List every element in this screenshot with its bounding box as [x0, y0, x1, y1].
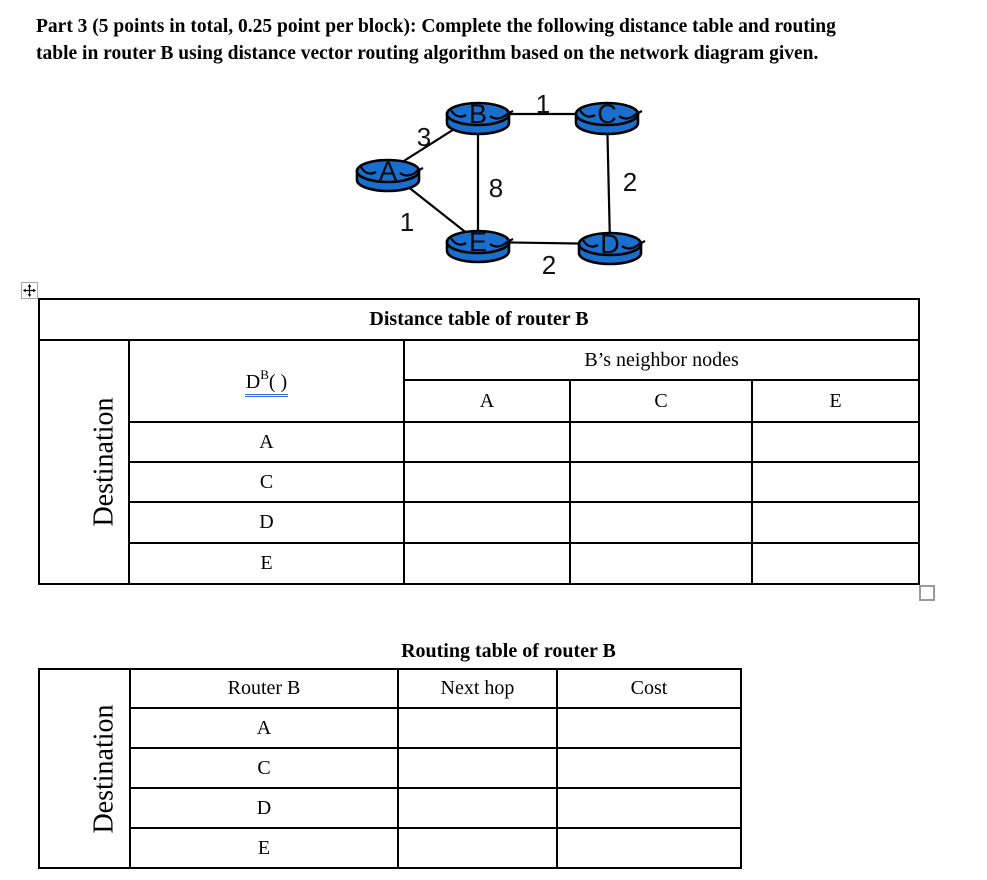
routing-header-row: Destination Router B Next hop Cost [38, 668, 742, 869]
distance-answer-D-via-E[interactable] [750, 501, 921, 544]
table-row: E [39, 827, 742, 869]
node-squiggle-left [450, 109, 467, 118]
edge-weight-C-D: 2 [623, 167, 637, 197]
problem-statement: Part 3 (5 points in total, 0.25 point pe… [36, 13, 966, 67]
router-label-E: E [469, 227, 487, 257]
node-squiggle-left [582, 239, 599, 248]
distance-answer-E-via-E[interactable] [750, 542, 921, 585]
edge-weight-B-C: 1 [536, 89, 550, 119]
router-label-D: D [600, 229, 620, 259]
distance-table: Distance table of router B Destination D… [37, 298, 921, 585]
routing-destination-label: Destination [88, 703, 120, 834]
routing-answer-D-nexthop[interactable] [397, 787, 558, 829]
edge-weight-A-E: 1 [400, 207, 414, 237]
table-row: A [39, 707, 742, 749]
node-squiggle-right [489, 110, 514, 120]
table-row: D [39, 501, 921, 544]
problem-statement-line2: table in router B using distance vector … [36, 43, 819, 64]
distance-answer-C-via-E[interactable] [750, 461, 921, 503]
edge-weight-E-D: 2 [542, 250, 556, 280]
routing-row-label-E: E [129, 827, 399, 869]
routing-row-label-D: D [129, 787, 399, 829]
routing-answer-C-cost[interactable] [556, 747, 742, 789]
distance-answer-C-via-C[interactable] [569, 461, 753, 503]
router-label-B: B [469, 99, 487, 129]
table-row: D [39, 787, 742, 829]
neighbor-col-E: E [750, 379, 921, 423]
neighbor-col-C: C [569, 379, 753, 423]
distance-answer-A-via-A[interactable] [403, 421, 571, 463]
distance-answer-C-via-A[interactable] [403, 461, 571, 503]
node-squiggle-right [621, 240, 646, 250]
routing-row-label-C: C [129, 747, 399, 789]
routing-table: Destination Router B Next hop Cost A C D… [38, 668, 742, 869]
routing-header-router-b: Router B [129, 668, 399, 709]
routing-answer-C-nexthop[interactable] [397, 747, 558, 789]
routing-answer-A-nexthop[interactable] [397, 707, 558, 749]
routing-answer-E-cost[interactable] [556, 827, 742, 869]
distance-answer-D-via-A[interactable] [403, 501, 571, 544]
router-node-E: E [445, 227, 514, 264]
routing-row-label-A: A [129, 707, 399, 749]
table-move-handle[interactable] [21, 282, 38, 299]
distance-row-label-A: A [128, 421, 405, 463]
neighbor-group-header: B’s neighbor nodes [402, 339, 921, 381]
node-squiggle-right [489, 238, 514, 248]
router-node-D: D [577, 229, 646, 266]
distance-function-formula: DB( ) [244, 367, 289, 397]
router-label-C: C [597, 99, 617, 129]
table-row: C [39, 461, 921, 503]
routing-header-cost: Cost [556, 668, 742, 709]
neighbor-header-row: A C E [39, 379, 921, 423]
node-squiggle-left [450, 237, 467, 246]
node-squiggle-left [579, 109, 596, 118]
distance-table-title: Distance table of router B [37, 298, 921, 341]
distance-row-label-E: E [128, 542, 405, 585]
distance-answer-D-via-C[interactable] [569, 501, 753, 544]
table-resize-handle[interactable] [919, 585, 935, 601]
table-row: E [39, 542, 921, 585]
routing-destination-axis-cell: Destination [38, 668, 131, 869]
node-squiggle-right [618, 110, 643, 120]
router-label-A: A [379, 156, 397, 186]
router-node-C: C [574, 99, 643, 136]
edge-C-D [605, 113, 612, 245]
routing-answer-D-cost[interactable] [556, 787, 742, 829]
network-diagram: 1 3 8 2 1 2 A B C D E [355, 89, 646, 280]
routing-table-title: Routing table of router B [401, 640, 616, 662]
distance-row-label-D: D [128, 501, 405, 544]
edge-weight-A-B: 3 [417, 122, 431, 152]
distance-destination-axis-cell: Destination [38, 339, 130, 585]
distance-answer-E-via-C[interactable] [569, 542, 753, 585]
routing-answer-A-cost[interactable] [556, 707, 742, 749]
edge-weight-B-E: 8 [489, 173, 503, 203]
neighbor-col-A: A [403, 379, 571, 423]
routing-answer-E-nexthop[interactable] [397, 827, 558, 869]
node-squiggle-right [399, 167, 424, 177]
distance-row-label-C: C [128, 461, 405, 503]
distance-answer-A-via-C[interactable] [569, 421, 753, 463]
distance-destination-label: Destination [88, 397, 120, 527]
routing-header-next-hop: Next hop [397, 668, 558, 709]
router-node-B: B [445, 99, 514, 136]
table-row: A [39, 421, 921, 463]
distance-function-header: DB( ) [128, 339, 405, 423]
distance-answer-E-via-A[interactable] [403, 542, 571, 585]
node-squiggle-left [360, 166, 377, 175]
table-move-icon [23, 284, 36, 297]
problem-statement-line1: Part 3 (5 points in total, 0.25 point pe… [36, 16, 836, 37]
distance-answer-A-via-E[interactable] [750, 421, 921, 463]
table-row: C [39, 747, 742, 789]
router-node-A: A [355, 156, 424, 193]
